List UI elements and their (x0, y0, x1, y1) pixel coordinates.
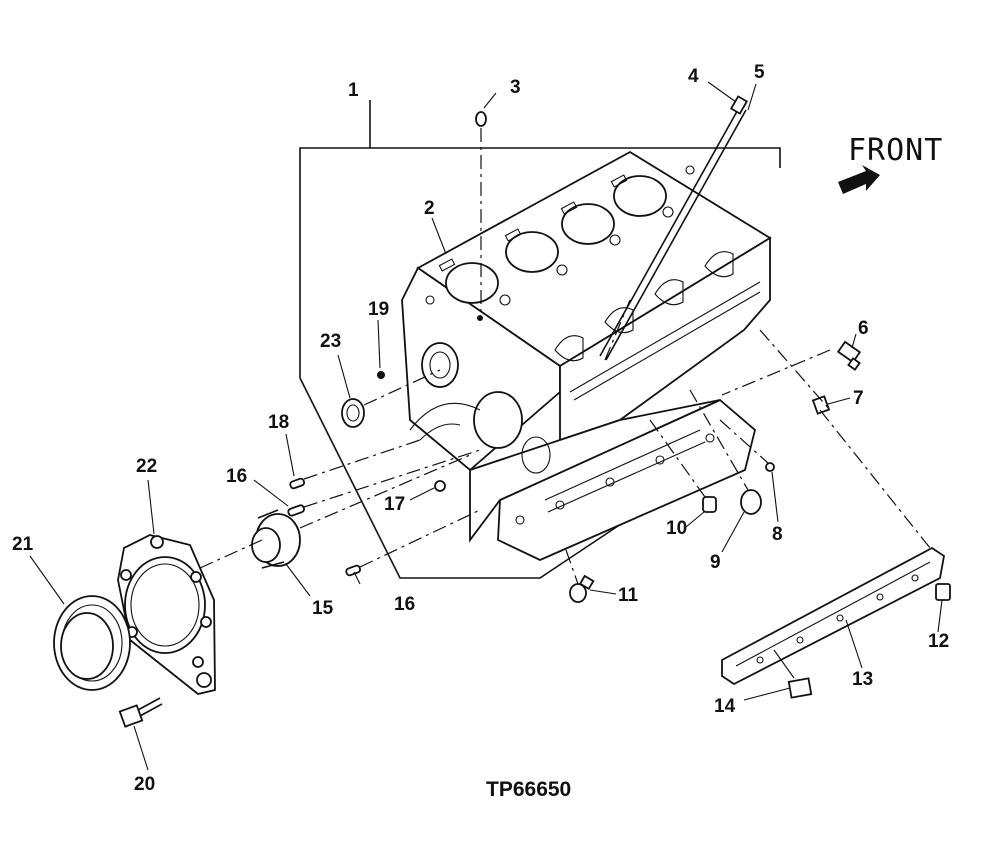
callout-19: 19 (368, 299, 389, 320)
callout-9: 9 (710, 552, 721, 573)
rear-seal-housing (117, 534, 216, 695)
callout-16-lower: 16 (394, 594, 415, 615)
fitting-part (836, 340, 862, 371)
callout-8: 8 (772, 524, 783, 545)
dowel-pin-part (345, 564, 362, 577)
front-label: FRONT (848, 133, 943, 168)
rear-oil-seal (53, 595, 131, 691)
dowel-pin-part (289, 477, 306, 490)
plug-part (702, 496, 717, 513)
cylinder-block (401, 150, 772, 561)
alignment-lines (199, 299, 931, 585)
pin-part (377, 371, 385, 379)
bearing-bushing (251, 509, 301, 569)
front-direction-indicator: FRONT (838, 133, 943, 194)
callout-11: 11 (618, 585, 639, 606)
dowel-pin-part (287, 504, 305, 517)
callout-3: 3 (510, 77, 521, 98)
cap-screw (773, 649, 813, 699)
callout-16-upper: 16 (226, 466, 247, 487)
callout-6: 6 (858, 318, 869, 339)
callout-5: 5 (754, 62, 765, 83)
plug-part (434, 480, 446, 492)
dipstick-tube (599, 95, 749, 361)
plug-part (475, 111, 487, 127)
callout-1: 1 (348, 80, 359, 101)
callout-23: 23 (320, 331, 341, 352)
expansion-plug (740, 489, 762, 515)
callout-13: 13 (852, 669, 873, 690)
front-arrow-icon (838, 165, 880, 194)
drain-plug (569, 574, 595, 603)
callout-22: 22 (136, 456, 157, 477)
callout-14: 14 (714, 696, 736, 717)
callout-20: 20 (134, 774, 155, 795)
callout-12: 12 (928, 631, 949, 652)
callout-4: 4 (688, 66, 699, 87)
plug-part (765, 462, 775, 472)
callout-10: 10 (666, 518, 687, 539)
callout-17: 17 (384, 494, 405, 515)
callout-labels: 1 2 3 4 5 6 7 8 9 10 11 12 13 14 15 16 1… (12, 62, 949, 795)
side-cover-plate (721, 546, 945, 686)
callout-2: 2 (424, 198, 435, 219)
cap-screw (118, 697, 163, 728)
callout-18: 18 (268, 412, 289, 433)
assembly-bracket (299, 100, 781, 579)
callout-21: 21 (12, 534, 34, 555)
callout-15: 15 (312, 598, 334, 619)
leader-lines (29, 81, 943, 771)
plug-part (935, 583, 951, 601)
plug-part (811, 395, 831, 415)
figure-id: TP66650 (486, 778, 571, 801)
oil-seal-small (341, 398, 365, 428)
callout-7: 7 (853, 388, 864, 409)
